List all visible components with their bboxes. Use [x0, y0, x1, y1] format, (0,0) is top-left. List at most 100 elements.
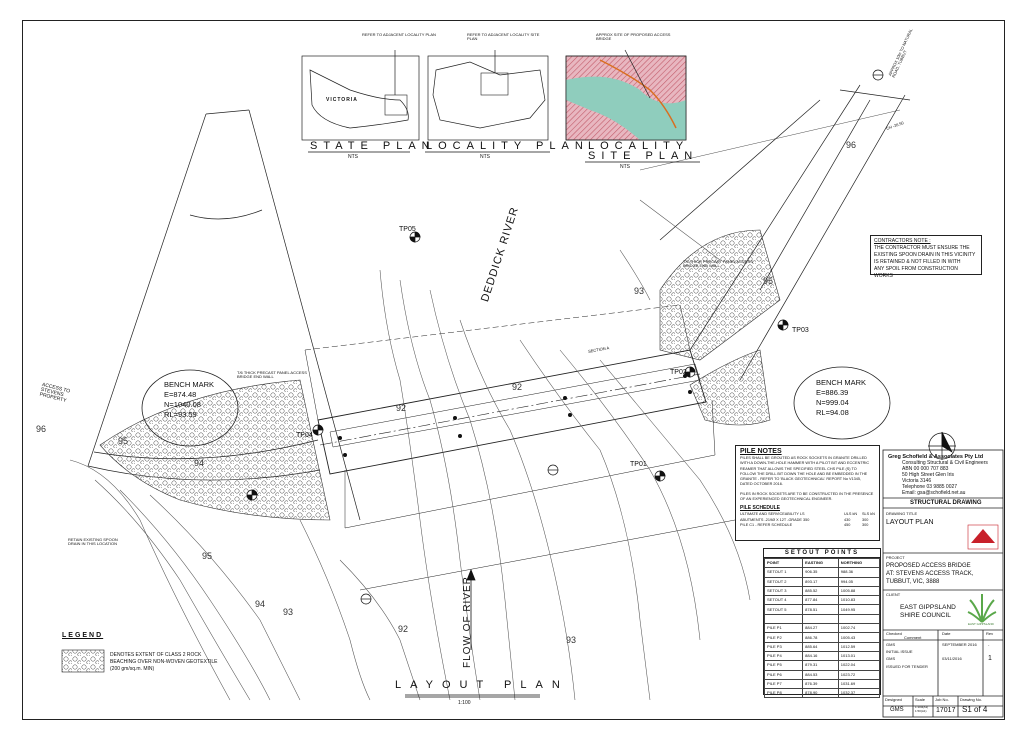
setout-cell: PILE P8 [763, 688, 804, 699]
setout-cell: PILE P3 [763, 641, 804, 652]
contour-label: 95 [118, 436, 129, 446]
survey-point-tp03: TP03 [792, 327, 809, 334]
setout-cell: SETOUT 2 [763, 576, 804, 587]
pile-schedule-cell: SLS kN [862, 512, 875, 517]
company-phone: Telephone 03 9885 0027 [902, 484, 958, 490]
company-abn: ABN 00 000 707 883 [902, 466, 949, 472]
setout-cell: 878.90 [802, 688, 839, 699]
discipline-label: STRUCTURAL DRAWING [910, 500, 982, 506]
legend-item: DENOTES EXTENT OF CLASS 2 ROCK BEACHING … [110, 652, 218, 673]
rev-row-comment: INITIAL ISSUE [886, 649, 913, 654]
setout-cell: PILE P6 [763, 669, 804, 680]
pile-schedule-cell: ABUTMENTS -219Ø X 12T -GRADE 350 [740, 517, 810, 522]
contour-label: 92 [512, 382, 523, 392]
pile-schedule-cell: ULTIMATE AND SERVICEABILITY LS [740, 512, 805, 517]
rev-header-checked: Checked [886, 631, 902, 636]
drawing-no-label: Drawing No. [960, 697, 983, 702]
scale-value: 1:100(A3) 1:50(A1) [915, 705, 929, 713]
setout-cell: 1022.04 [837, 660, 881, 671]
pile-note-line: WITH A DOWN-THE-HOLE HAMMER WITH A PILOT… [740, 461, 870, 466]
setout-cell: 877.84 [802, 595, 839, 606]
bench-mark-title: BENCH MARK [164, 380, 215, 389]
setout-cell: 1002.74 [837, 623, 881, 634]
setout-cell: 1005.88 [837, 585, 881, 597]
contractors-note-heading: CONTRACTORS NOTE : [874, 238, 931, 244]
setout-cell: 1010.83 [837, 595, 881, 606]
survey-point-tp05: TP05 [399, 226, 416, 233]
contour-label: 92 [398, 624, 409, 634]
rev-row-comment: ISSUED FOR TENDER [886, 664, 928, 669]
client-line: SHIRE COUNCIL [900, 612, 951, 619]
setout-cell: 886.78 [802, 632, 839, 643]
client-label: CLIENT [886, 592, 901, 597]
company-address: 50 High Street Glen Iris [902, 472, 954, 478]
contour-label: 93 [634, 286, 645, 296]
rev-header-comment: Comment [904, 635, 922, 640]
survey-point-tp04: TP04 [296, 432, 313, 439]
setout-cell: 1005.43 [837, 632, 881, 643]
setout-col-header: POINT [763, 557, 804, 569]
pile-note-line: REAMER THAT ALLOWS THE SPECIFIED STEEL C… [740, 466, 857, 471]
panel-label-right: T/6 THICK PRECAST PANEL ACCESS BRIDGE EN… [683, 259, 753, 268]
setout-cell: PILE P1 [763, 623, 804, 634]
drawing-frame [22, 20, 1005, 720]
title-block-grid [882, 449, 1004, 718]
setout-cell: PILE P7 [763, 678, 804, 690]
section-markers [360, 69, 884, 605]
rev-row-rev: 1 [988, 655, 992, 662]
bench-mark-left: BENCH MARK E=874.48 N=1040.08 RL=93.59 [164, 380, 224, 420]
legend-swatch [61, 649, 105, 673]
setout-col-header: NORTHING [837, 557, 881, 569]
client-details: EAST GIPPSLAND SHIRE COUNCIL [900, 604, 956, 620]
setout-cell [837, 613, 881, 625]
pile-note-line: DATED OCTOBER 2016. [740, 482, 783, 487]
locality-site-plan-scale: NTS [620, 164, 630, 170]
setout-cell: SETOUT 3 [763, 585, 804, 597]
key-plan-caption-state: REFER TO ADJACENT LOCALITY PLAN [362, 32, 436, 37]
project-line: PROPOSED ACCESS BRIDGE [886, 563, 971, 569]
bench-mark-rl: RL=94.08 [816, 408, 849, 417]
locality-site-plan-title: LOCALITY SITE PLAN [588, 140, 699, 162]
pile-schedule-row: ULTIMATE AND SERVICEABILITY LS ULS kN SL… [740, 512, 875, 517]
setout-cell: 876.39 [802, 678, 839, 690]
setout-cell: 884.53 [802, 669, 839, 680]
bridge-deck [304, 304, 736, 591]
legend-item-line: (200 gm/sq.m. MIN) [110, 666, 155, 672]
company-name: Greg Schofield & Associates Pty Ltd [888, 454, 984, 460]
setout-header-row: POINT EASTING NORTHING [763, 557, 881, 569]
pile-notes-heading: PILE NOTES [740, 448, 782, 455]
contour-label: 96 [36, 424, 47, 434]
pile-note-line: OF AN EXPERIENCED GEOTECHNICAL ENGINEER. [740, 497, 833, 502]
drawing-title: LAYOUT PLAN [395, 679, 569, 691]
bench-mark-title: BENCH MARK [816, 378, 867, 387]
rev-row-date: 03/11/2016 [942, 656, 962, 661]
setout-cell: SETOUT 5 [763, 604, 804, 615]
pile-note-line: FOLLOW THE DRILL BIT DOWN THE HOLE AND B… [740, 471, 868, 476]
survey-point-tp01: TP01 [630, 461, 647, 468]
pile-schedule-cell: 300 [862, 522, 869, 527]
setout-cell: 1012.59 [837, 641, 881, 652]
panel-label-left: T/6 THICK PRECAST PANEL ACCESS BRIDGE EN… [237, 370, 307, 379]
contour-label: 95 [202, 551, 213, 561]
designed-label: Designed [885, 697, 902, 702]
setout-cell: 1032.37 [837, 688, 881, 699]
drawing-scale: 1:100 [458, 700, 471, 706]
survey-point-targets [246, 231, 789, 501]
rev-row-checked: GMS [886, 656, 896, 661]
project-details: PROPOSED ACCESS BRIDGE AT: STEVENS ACCES… [886, 562, 973, 586]
pile-schedule-cell: ULS kN [844, 512, 858, 517]
pile-schedule-heading: PILE SCHEDULE [740, 505, 781, 512]
setout-cell: 884.16 [802, 650, 839, 662]
company-address: Victoria 3146 [902, 478, 932, 484]
access-track-right [639, 84, 911, 381]
rev-row-rev: - [988, 642, 990, 647]
bench-mark-rl: RL=93.59 [164, 410, 197, 419]
victoria-label: VICTORIA [326, 97, 358, 103]
contour-label: 94 [194, 458, 205, 468]
retain-drain-label: RETAIN EXISTING SPOON DRAIN IN THIS LOCA… [68, 537, 118, 546]
